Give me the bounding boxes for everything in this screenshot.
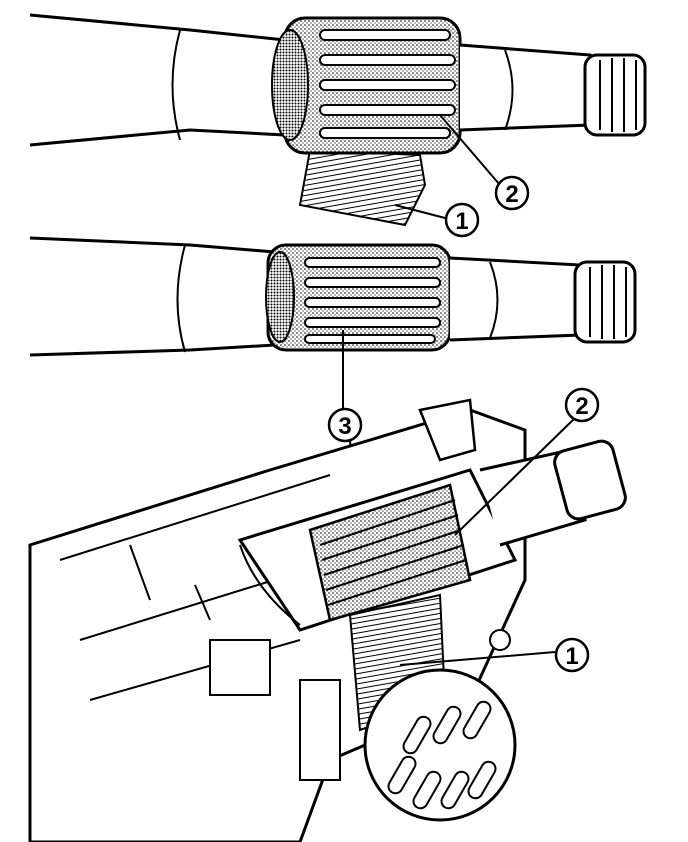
bottom-pinion-gear: [363, 668, 517, 822]
leader-line-top-1: [394, 204, 446, 219]
callout-1-top: 1: [444, 202, 480, 238]
callout-3-middle: 3: [327, 407, 363, 443]
callout-1-bottom-label: 1: [565, 643, 578, 670]
callout-1-top-label: 1: [455, 208, 468, 235]
callout-2-top: 2: [494, 175, 530, 211]
middle-shaft-body: [29, 236, 277, 357]
leader-line-bottom-2: [454, 417, 576, 536]
top-shaft-body: [29, 13, 287, 147]
leader-line-top-2: [439, 114, 501, 186]
top-shaft-assembly: [29, 13, 647, 227]
callout-2-bottom-label: 2: [575, 393, 588, 420]
middle-shaft-assembly: [29, 236, 637, 357]
bottom-spline-end: [553, 439, 627, 521]
callout-2-bottom: 2: [564, 387, 600, 423]
callout-1-bottom: 1: [554, 637, 590, 673]
callout-3-middle-label: 3: [338, 413, 351, 440]
top-gear-band: [298, 148, 427, 227]
bottom-housing-cutaway: [28, 398, 627, 842]
leader-line-bottom-1: [399, 651, 556, 666]
callout-2-top-label: 2: [505, 181, 518, 208]
